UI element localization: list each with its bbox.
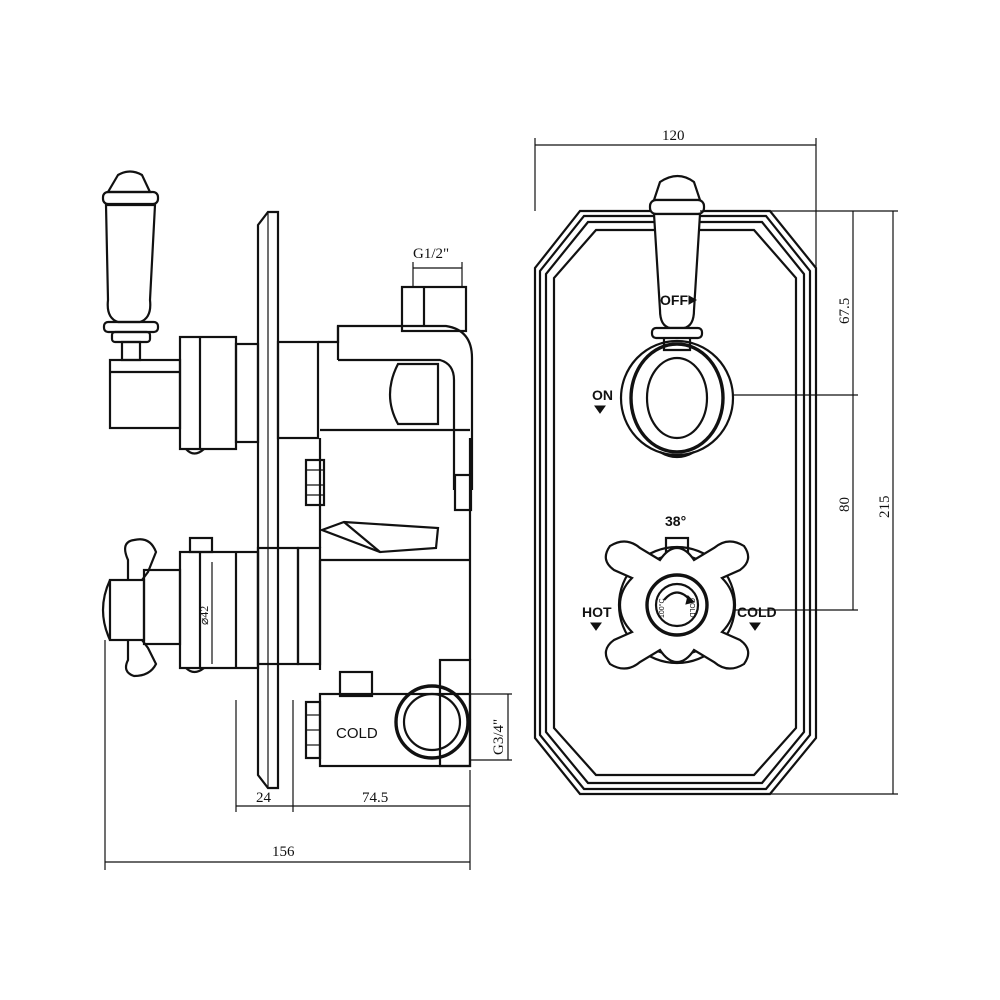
dim-spacing-handles: 80 bbox=[837, 497, 853, 512]
on-arrow-icon bbox=[594, 405, 606, 414]
front-hot-label: HOT bbox=[582, 604, 612, 620]
dim-diameter: ⌀42 bbox=[197, 606, 211, 625]
dim-plate-offset: 24 bbox=[256, 790, 272, 806]
dim-body-depth: 74.5 bbox=[362, 790, 388, 806]
front-flow-ring bbox=[619, 339, 735, 459]
side-dimensions: G1/2" G3/4" 24 74.5 156 bbox=[104, 246, 512, 870]
dim-height-upper: 67.5 bbox=[837, 298, 853, 324]
front-on-label: ON bbox=[592, 387, 613, 403]
front-crosshead-knob: 38° 100°C COLD bbox=[604, 513, 750, 670]
front-temperature-label: 38° bbox=[665, 513, 686, 529]
hot-arrow-icon bbox=[590, 622, 602, 631]
side-valve-body: COLD bbox=[276, 285, 474, 768]
side-view: COLD ⌀42 G1/2" G bbox=[101, 170, 512, 870]
knob-stop-label: 100°C bbox=[658, 598, 666, 618]
front-off-label: OFF bbox=[660, 292, 688, 308]
dim-height-total: 215 bbox=[877, 496, 893, 519]
dim-inlet-side: G3/4" bbox=[491, 719, 507, 755]
side-wall-plate bbox=[256, 210, 280, 790]
side-crosshead-knob: ⌀42 bbox=[101, 536, 322, 678]
knob-cold-mark: COLD bbox=[688, 598, 695, 617]
side-cold-label: COLD bbox=[336, 725, 378, 742]
front-view: OFF ON 38° 100°C COLD HOT COLD bbox=[533, 128, 898, 796]
front-dimensions: 120 215 67.5 80 bbox=[534, 128, 898, 795]
dim-width-total: 120 bbox=[662, 128, 685, 144]
front-lever-handle: OFF bbox=[648, 174, 706, 352]
dim-depth-total: 156 bbox=[272, 844, 295, 860]
side-lever-hub bbox=[108, 335, 260, 455]
dim-inlet-top: G1/2" bbox=[413, 246, 449, 262]
side-lever-handle bbox=[101, 170, 160, 362]
front-cold-label: COLD bbox=[737, 604, 777, 620]
cold-arrow-icon bbox=[749, 622, 761, 631]
